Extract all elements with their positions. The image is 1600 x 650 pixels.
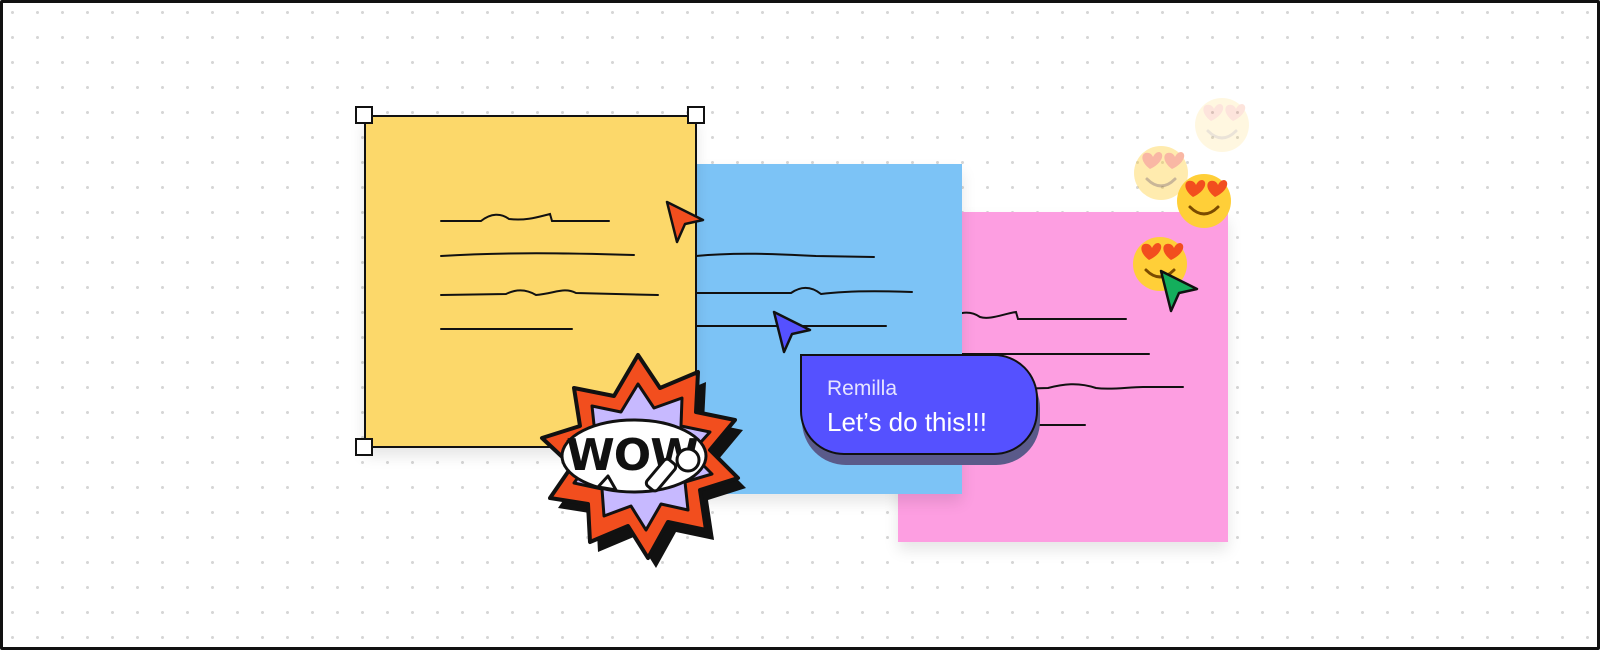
selection-handle-bottom-left[interactable] [355,438,373,456]
purple-cursor-icon [772,310,812,354]
scribble-lines [440,212,659,330]
selection-handle-top-right[interactable] [687,106,705,124]
heart-eyes-emoji-icon [1195,98,1249,152]
wow-sticker[interactable]: WOW [528,350,748,570]
chat-message: Let’s do this!!! [827,407,987,437]
red-cursor-icon [665,200,705,244]
green-cursor-icon [1159,269,1199,313]
chat-bubble[interactable]: Remilla Let’s do this!!! [800,354,1038,455]
selection-handle-top-left[interactable] [355,106,373,124]
heart-eyes-emoji-icon [1134,146,1188,200]
magnifier-icon [644,447,701,493]
heart-eyes-emoji-icon [1177,174,1231,228]
chat-author: Remilla [827,377,898,400]
